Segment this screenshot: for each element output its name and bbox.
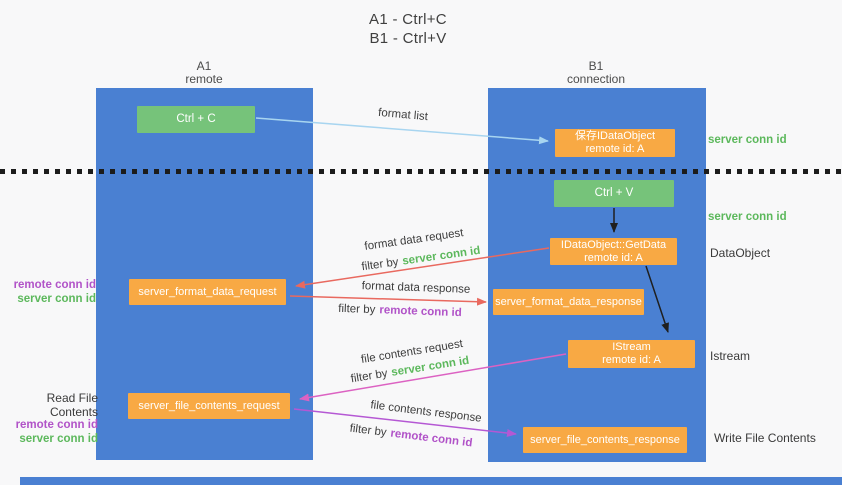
server-format-data-response-label: server_format_data_response [495,295,642,308]
filter-by-text: filter by [349,367,389,386]
istream-annotation: Istream [710,349,751,363]
server-conn-id-annotation-1: server conn id [708,134,787,146]
format-data-response-label: format data response [361,280,471,296]
lifeline-header-a1: A1 remote [185,60,222,86]
save-idataobject-box: 保存IDataObject remote id: A [555,129,675,157]
server-conn-id-annotation-3: server conn id [17,292,96,305]
dataobject-annotation: DataObject [710,246,771,260]
title-line-1: A1 - Ctrl+C [369,11,447,28]
left-conn-id-cluster-2: Read File Contents remote conn id server… [0,391,98,446]
ctrl-c-label: Ctrl + C [176,113,216,125]
title-line-2: B1 - Ctrl+V [369,30,447,47]
read-file-contents-annotation: Read File Contents [46,391,98,419]
server-file-contents-response-box: server_file_contents_response [523,427,687,453]
server-file-contents-request-label: server_file_contents_request [138,399,280,412]
lifeline-header-b1: B1 connection [567,60,625,86]
filter-by-text: filter by [348,422,388,439]
getdata-line2: remote id: A [584,251,643,264]
dotted-divider [0,169,842,174]
save-idataobject-line1: 保存IDataObject [574,130,656,142]
filter-by-text: filter by [338,302,376,317]
left-conn-id-cluster-1: remote conn id server conn id [0,279,96,306]
ctrl-v-label: Ctrl + V [594,187,634,199]
server-conn-id-text: server conn id [401,244,482,268]
server-format-data-request-label: server_format_data_request [138,285,277,298]
ctrl-v-box: Ctrl + V [554,180,674,207]
remote-conn-id-annotation-2: remote conn id [15,419,98,431]
write-file-contents-annotation: Write File Contents [714,431,816,445]
server-format-data-request-box: server_format_data_request [129,279,286,305]
istream-line1: IStream [612,341,651,353]
format-list-label: format list [377,106,429,124]
lifeline-b1-title: B1 [588,59,604,73]
filter-by-text: filter by [360,256,400,274]
lifeline-a1-subtitle: remote [185,72,223,86]
istream-line2: remote id: A [602,354,661,366]
server-file-contents-request-box: server_file_contents_request [128,393,290,419]
lifeline-a1-title: A1 [196,59,212,73]
bottom-window-edge [20,477,842,485]
getdata-line1: IDataObject::GetData [560,238,667,251]
file-contents-response-label: file contents response [369,399,483,425]
save-idataobject-line2: remote id: A [585,143,645,155]
format-data-response-arrow [289,295,487,306]
remote-conn-id-text: remote conn id [389,427,474,450]
server-conn-id-annotation-4: server conn id [19,432,98,445]
remote-conn-id-annotation-1: remote conn id [13,279,96,291]
remote-conn-id-text: remote conn id [379,304,462,320]
server-file-contents-response-label: server_file_contents_response [530,433,680,446]
lifeline-b1-subtitle: connection [566,72,626,86]
server-format-data-response-box: server_format_data_response [493,289,644,315]
diagram-title: A1 - Ctrl+C B1 - Ctrl+V [369,10,447,48]
idataobject-getdata-box: IDataObject::GetData remote id: A [550,238,677,265]
ctrl-c-box: Ctrl + C [137,106,255,133]
server-conn-id-annotation-2: server conn id [708,211,787,223]
istream-box: IStream remote id: A [568,340,695,368]
